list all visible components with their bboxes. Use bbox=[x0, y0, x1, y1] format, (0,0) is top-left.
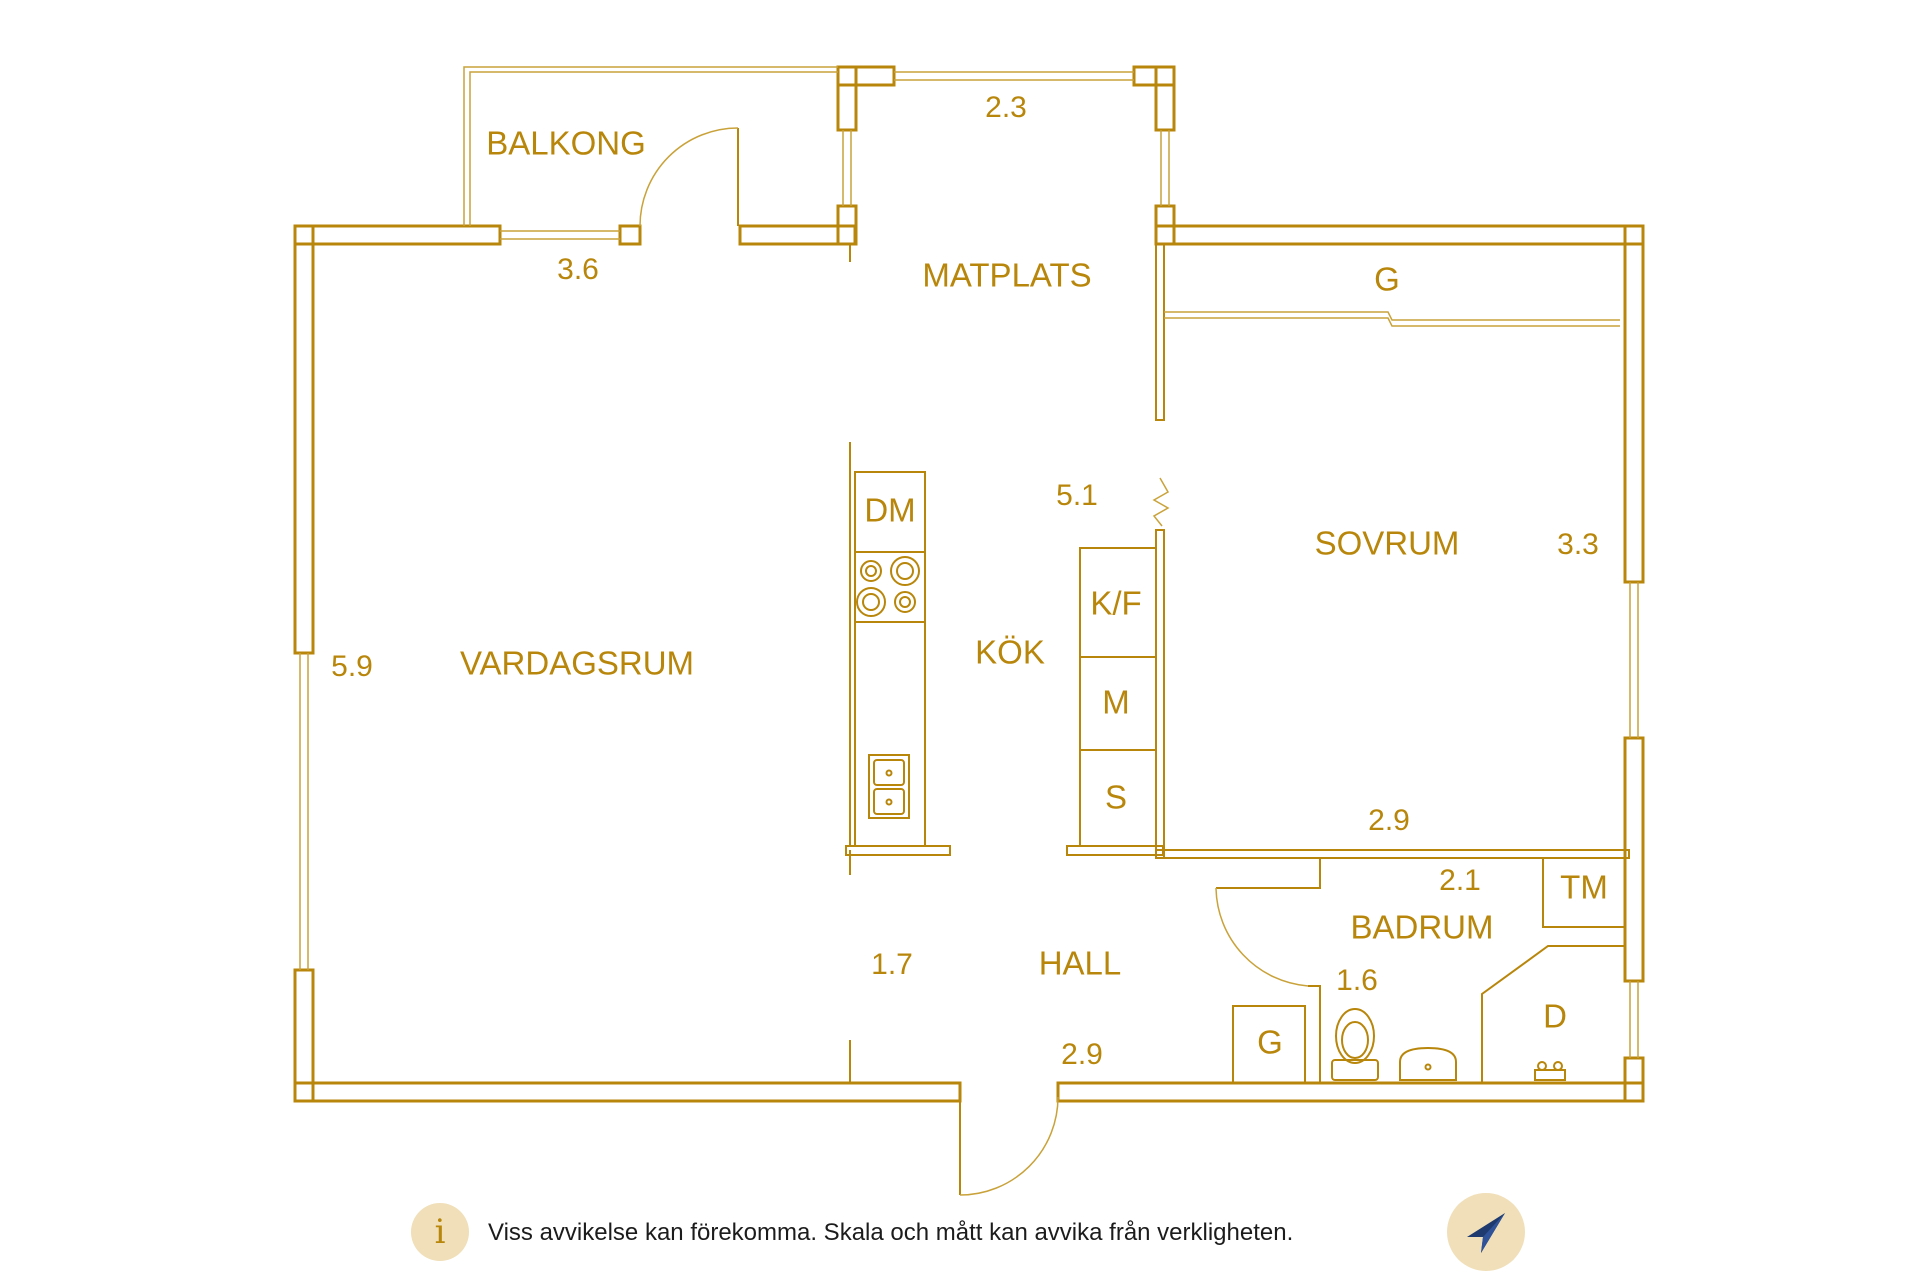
windows bbox=[299, 71, 1639, 1058]
label-vardagsrum: VARDAGSRUM bbox=[460, 645, 694, 682]
label-matplats: MATPLATS bbox=[922, 257, 1091, 294]
label-d: D bbox=[1543, 998, 1567, 1035]
dim-hall-width: 2.9 bbox=[1061, 1038, 1103, 1071]
dim-matplats-width: 2.3 bbox=[985, 91, 1027, 124]
wardrobe-bedroom bbox=[1164, 311, 1620, 327]
dim-sovrum-depth: 3.3 bbox=[1557, 528, 1599, 561]
dim-balkong-width: 3.6 bbox=[557, 253, 599, 286]
label-balkong: BALKONG bbox=[486, 125, 646, 162]
compass-arrow-icon bbox=[1447, 1193, 1525, 1271]
dim-sovrum-width: 2.9 bbox=[1368, 804, 1410, 837]
dimension-labels: 2.3 3.6 5.1 3.3 5.9 2.9 2.1 1.7 1.6 2.9 bbox=[331, 91, 1599, 1071]
sink-icon bbox=[868, 754, 910, 819]
label-hall: HALL bbox=[1039, 945, 1122, 982]
interior-walls bbox=[845, 243, 1630, 1083]
label-s: S bbox=[1105, 779, 1127, 816]
dim-hall-left: 1.7 bbox=[871, 948, 913, 981]
label-badrum: BADRUM bbox=[1350, 909, 1493, 946]
label-m: M bbox=[1102, 684, 1130, 721]
room-labels: BALKONG MATPLATS G DM SOVRUM VARDAGSRUM … bbox=[460, 125, 1608, 1061]
label-tm: TM bbox=[1560, 869, 1608, 906]
bathroom-fixtures bbox=[1232, 857, 1626, 1084]
label-garderob-sovrum: G bbox=[1374, 261, 1400, 298]
kitchen-counter-left bbox=[854, 471, 926, 847]
balcony bbox=[463, 66, 838, 227]
label-kok: KÖK bbox=[975, 634, 1045, 671]
shower-tap-icon bbox=[1534, 1061, 1566, 1081]
dim-badrum-width: 2.1 bbox=[1439, 864, 1481, 897]
outer-walls bbox=[293, 65, 1645, 1103]
entrance-door bbox=[959, 1096, 1059, 1196]
disclaimer-text: Viss avvikelse kan förekomma. Skala och … bbox=[488, 1219, 1294, 1246]
washbasin-icon bbox=[1399, 1046, 1457, 1081]
dim-badrum-depth: 1.6 bbox=[1336, 964, 1378, 997]
label-sovrum: SOVRUM bbox=[1315, 525, 1460, 562]
dim-vardagsrum-length: 5.9 bbox=[331, 650, 373, 683]
kitchen-counter-right bbox=[1079, 547, 1157, 847]
label-garderob-hall: G bbox=[1257, 1024, 1283, 1061]
dim-kok-length: 5.1 bbox=[1056, 479, 1098, 512]
toilet-icon bbox=[1331, 1008, 1379, 1081]
stove-icon bbox=[856, 556, 920, 617]
label-dm: DM bbox=[864, 492, 915, 529]
label-kf: K/F bbox=[1090, 585, 1141, 622]
info-icon: i bbox=[411, 1203, 469, 1261]
